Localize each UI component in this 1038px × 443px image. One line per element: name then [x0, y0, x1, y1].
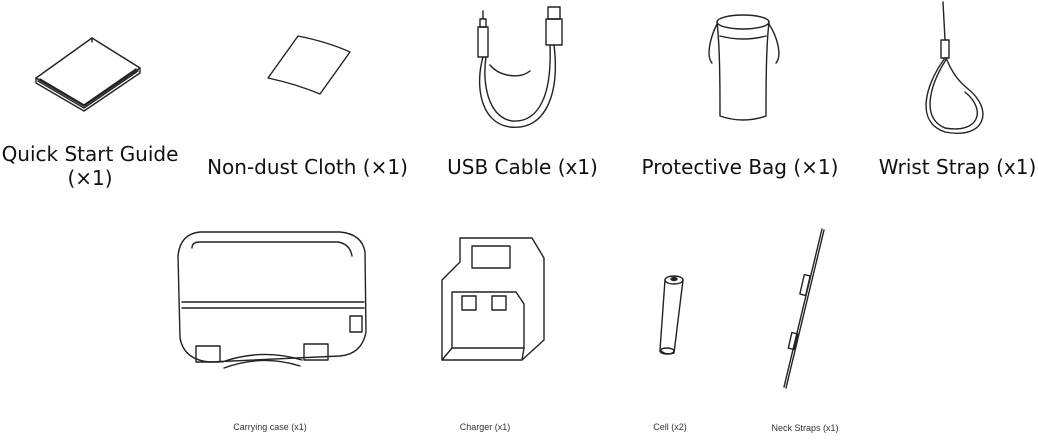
drawstring-bag-icon — [708, 14, 780, 121]
item-label-cell: Cell (x2) — [653, 422, 687, 432]
battery-icon — [659, 275, 684, 355]
item-label-non-dust-cloth: Non-dust Cloth (×1) — [207, 155, 408, 179]
charger-icon — [441, 237, 545, 361]
item-label-quick-start-guide: Quick Start Guide (×1) — [1, 142, 179, 190]
item-label-charger: Charger (x1) — [459, 422, 511, 432]
item-label-protective-bag: Protective Bag (×1) — [641, 155, 839, 179]
item-label-carrying-case: Carrying case (x1) — [233, 422, 307, 432]
carrying-case-icon — [177, 231, 367, 369]
usb-cable-icon — [477, 6, 563, 128]
item-label-neck-straps: Neck Straps (x1) — [771, 423, 839, 433]
item-label-wrist-strap: Wrist Strap (x1) — [878, 155, 1037, 179]
cloth-icon — [267, 35, 351, 95]
item-label-usb-cable: USB Cable (x1) — [447, 155, 598, 179]
wrist-strap-icon — [925, 1, 984, 134]
neck-strap-icon — [783, 228, 825, 389]
booklet-icon — [35, 37, 141, 112]
